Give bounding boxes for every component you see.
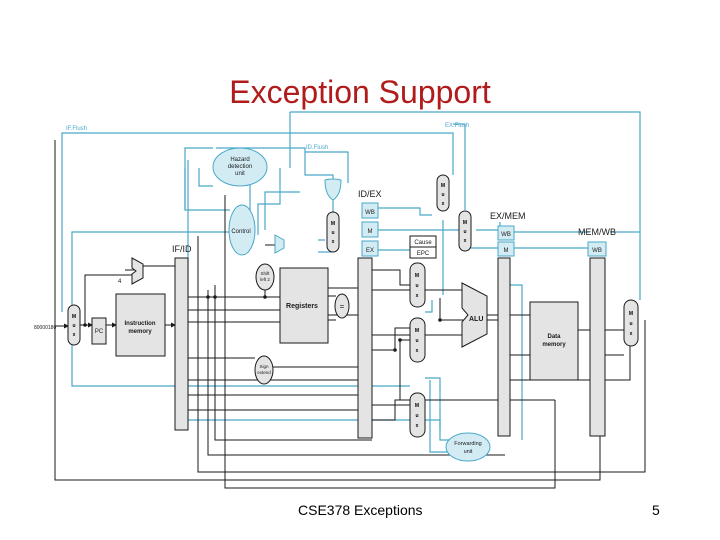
mux-letter: M <box>72 314 76 320</box>
mux-letter: M <box>415 328 419 334</box>
mux-pc: M u x <box>67 304 81 346</box>
forwarding-unit: Forwarding unit <box>445 432 491 462</box>
ex-flush-label: EX.Flush <box>445 123 469 129</box>
dmem-line-1: Data <box>547 334 561 340</box>
mux-alu-a: M u x <box>409 262 426 308</box>
pipeline-registers <box>174 257 606 439</box>
mux-letter: x <box>630 331 633 337</box>
instruction-memory: Instruction memory <box>115 293 166 357</box>
mem-wb-wb-label: WB <box>592 248 602 254</box>
mux-letter: x <box>416 423 419 429</box>
dmem-line-2: memory <box>542 342 566 348</box>
mux-letter: x <box>416 348 419 354</box>
mem-wb-register <box>589 257 606 437</box>
fwd-line-2: unit <box>464 449 473 455</box>
exception-address: 80000180 <box>34 325 56 331</box>
sign-extend-unit: Sign extend <box>254 355 274 385</box>
control-label: Control <box>231 229 250 235</box>
mux-ex-flush-top: M u x <box>436 174 450 212</box>
mux-letter: x <box>416 293 419 299</box>
sign-line-2: extend <box>257 370 271 375</box>
id-ex-register <box>357 257 373 439</box>
epc-register: EPC <box>409 246 437 259</box>
mux-letter: u <box>441 192 444 198</box>
equality-comparator: = <box>334 293 350 319</box>
id-ex-fields: WB M EX <box>361 202 379 257</box>
or-gate <box>324 178 342 201</box>
alu-label: ALU <box>469 316 483 323</box>
id-ex-m-label: M <box>368 229 373 235</box>
mux-id-control: M u x <box>326 211 340 253</box>
mux-reg-dst: M u x <box>409 392 426 438</box>
mux-letter: M <box>331 221 335 227</box>
junction-dots <box>83 295 442 352</box>
mux-letter: u <box>415 283 418 289</box>
shift-left-unit: Shift left 2 <box>255 263 275 291</box>
cause-label: Cause <box>414 240 432 246</box>
datapath-wires <box>54 140 646 489</box>
mux-ex-flush-bottom: M u x <box>458 210 472 252</box>
mem-wb-label: MEM/WB <box>578 227 616 237</box>
hazard-line-1: Hazard <box>230 157 249 163</box>
footer-text: CSE378 Exceptions <box>298 502 423 518</box>
imem-line-2: memory <box>128 329 152 335</box>
mux-letter: x <box>442 201 445 207</box>
mux-letter: x <box>464 238 467 244</box>
fwd-line-1: Forwarding <box>454 441 482 447</box>
epc-label: EPC <box>417 251 430 257</box>
ex-mem-m-label: M <box>504 248 509 254</box>
id-ex-ex-label: EX <box>366 248 374 254</box>
constant-four: 4 <box>118 279 122 285</box>
mux-letter: u <box>331 230 334 236</box>
mem-wb-fields: WB <box>587 241 607 257</box>
sign-line-1: Sign <box>259 364 269 369</box>
mux-letter: u <box>463 229 466 235</box>
pc-adder <box>131 257 144 285</box>
registers-label: Registers <box>286 303 318 310</box>
ex-mem-wb-label: WB <box>501 232 511 238</box>
cause-register: Cause <box>409 235 437 248</box>
id-ex-wb-label: WB <box>365 210 375 216</box>
mux-writeback: M u x <box>623 299 639 347</box>
id-ex-label: ID/EX <box>358 189 382 199</box>
mux-letter: x <box>73 332 76 338</box>
page-number: 5 <box>652 502 660 518</box>
mux-letter: M <box>463 220 467 226</box>
mux-letter: M <box>441 183 445 189</box>
registers-unit: Registers <box>279 267 329 344</box>
mux-letter: M <box>629 311 633 317</box>
mux-letter: x <box>332 239 335 245</box>
ex-mem-fields: WB M <box>497 225 515 257</box>
shift-line-1: Shift <box>260 271 270 276</box>
control-select-connector <box>274 234 285 254</box>
hazard-line-2: detection <box>228 164 252 170</box>
alu-unit: ALU <box>461 282 488 348</box>
mux-letter: u <box>72 323 75 329</box>
ex-mem-register <box>497 257 511 437</box>
data-memory: Data memory <box>529 301 579 381</box>
hazard-line-3: unit <box>235 171 245 177</box>
id-flush-label: ID.Flush <box>306 145 328 151</box>
control-unit: Control <box>228 204 256 256</box>
mux-letter: M <box>415 273 419 279</box>
slide-title: Exception Support <box>229 74 491 110</box>
hazard-detection-unit: Hazard detection unit <box>212 147 268 187</box>
mux-letter: M <box>415 403 419 409</box>
ex-mem-label: EX/MEM <box>490 211 526 221</box>
mux-letter: u <box>415 338 418 344</box>
if-id-register <box>174 257 189 431</box>
pc-label: PC <box>95 329 104 335</box>
control-wires <box>61 111 641 453</box>
shift-line-2: left 2 <box>260 277 270 282</box>
pc-register: PC <box>91 317 107 345</box>
mux-letter: u <box>629 321 632 327</box>
if-flush-label: IF.Flush <box>66 126 87 132</box>
if-id-label: IF/ID <box>172 244 192 254</box>
equals-label: = <box>340 302 345 311</box>
mux-alu-b: M u x <box>409 317 426 363</box>
mux-letter: u <box>415 413 418 419</box>
imem-line-1: Instruction <box>125 321 156 327</box>
